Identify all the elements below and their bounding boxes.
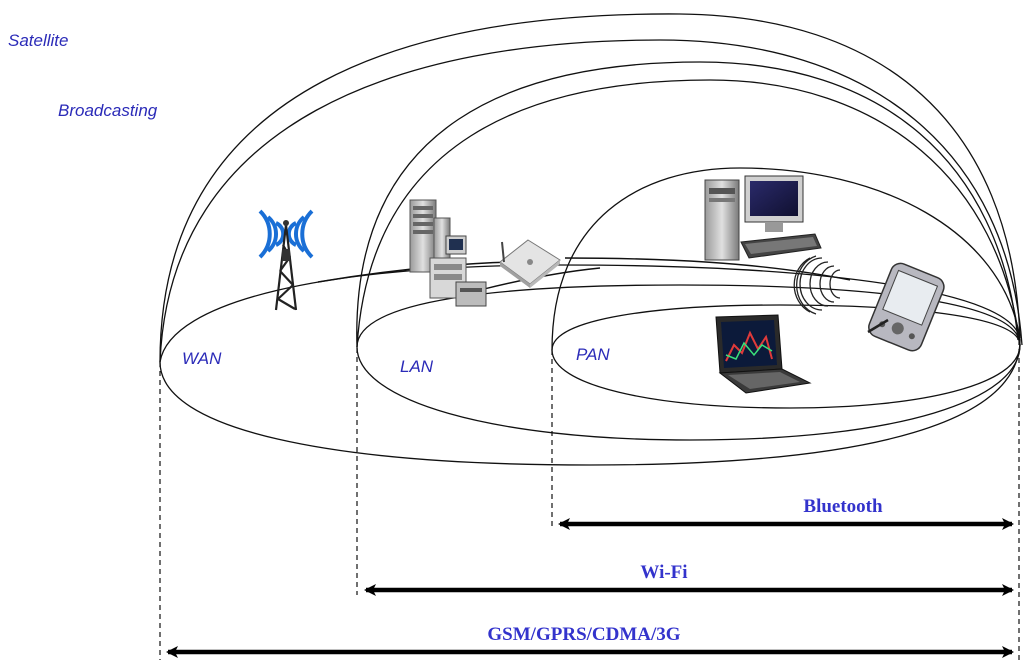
range-guides: [159, 340, 1020, 660]
wan-dome-inner: [159, 39, 1023, 363]
cell-tower-icon: [258, 209, 314, 311]
server-rack-icon: [409, 199, 487, 307]
device-links: [317, 257, 851, 291]
pan-dome: [551, 167, 1021, 351]
lan-label: LAN: [400, 357, 434, 376]
pda-icon: [867, 262, 945, 352]
bluetooth-waves-icon: [793, 255, 841, 315]
coverage-bases: [159, 264, 1021, 466]
bluetooth-label: Bluetooth: [803, 496, 883, 517]
satellite-label: Satellite: [8, 31, 68, 50]
range-arrows: [166, 518, 1014, 658]
pan-label: PAN: [576, 345, 610, 364]
desktop-pc-icon: [704, 175, 822, 261]
wifi-label: Wi-Fi: [640, 562, 687, 583]
coverage-domes: [159, 13, 1023, 363]
lan-dome: [356, 61, 1019, 348]
pan-base: [551, 304, 1021, 409]
broadcasting-label: Broadcasting: [58, 101, 158, 120]
wan-label: WAN: [182, 349, 222, 368]
wan-dome: [159, 13, 1021, 363]
lan-dome-inner: [356, 79, 1021, 348]
access-point-icon: [499, 239, 561, 288]
laptop-icon: [715, 314, 812, 394]
cellular-label: GSM/GPRS/CDMA/3G: [487, 624, 680, 645]
